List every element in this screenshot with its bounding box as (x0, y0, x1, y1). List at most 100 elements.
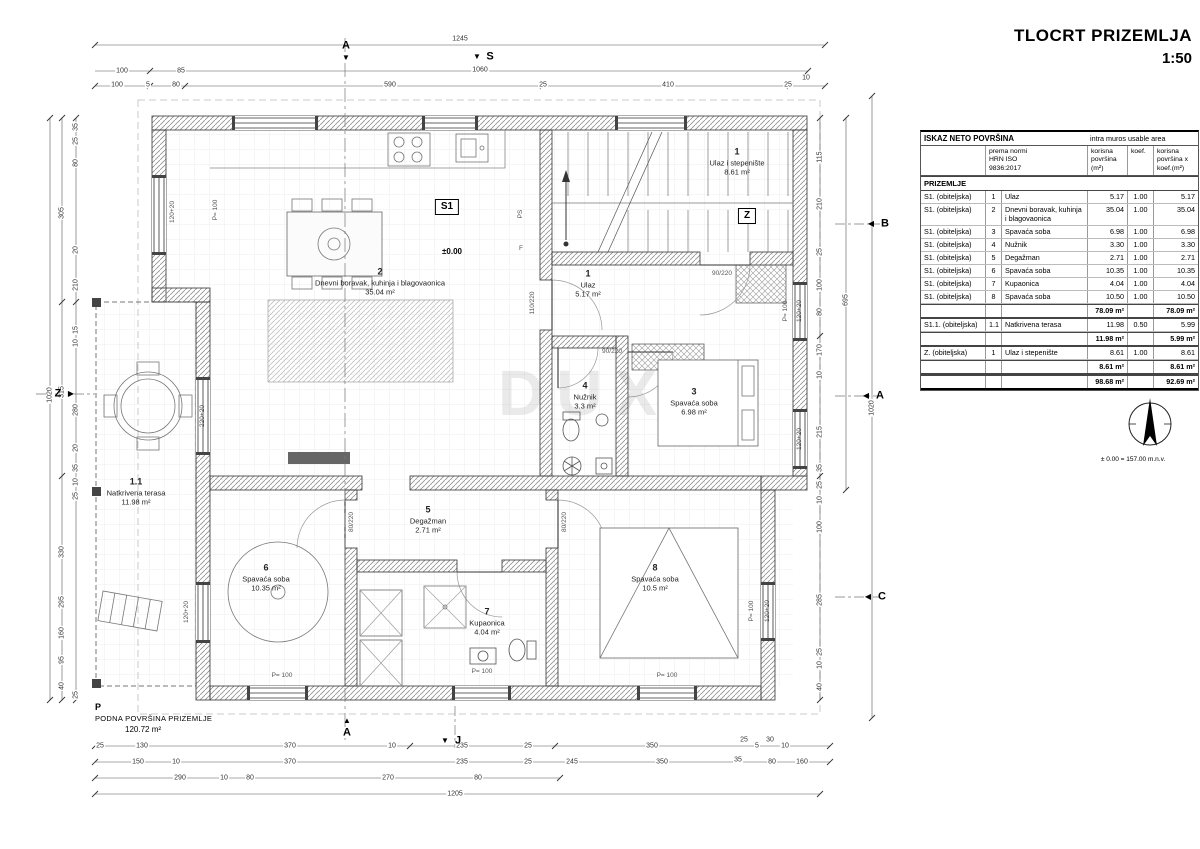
dim-label: 350 (655, 758, 669, 766)
table-cell-area: 98.68 m² (1087, 375, 1127, 388)
room-name: Nužnik (573, 392, 597, 402)
col-blank (921, 146, 985, 175)
section-marker-arrow-icon: ◀ (862, 391, 870, 400)
dim-label: 25 (72, 136, 80, 146)
room-name: Dnevni boravak, kuhinja i blagovaonica (314, 278, 446, 288)
table-cell-koef: 1.00 (1127, 225, 1153, 238)
dim-label: 40 (816, 682, 824, 692)
dim-label: 350 (645, 742, 659, 750)
plan-note: 120+20 (795, 428, 803, 450)
table-cell-area: 5.17 (1087, 190, 1127, 203)
plan-note: P= 100 (211, 199, 219, 221)
table-cell-koef: 1.00 (1127, 277, 1153, 290)
dim-label: 80 (245, 774, 255, 782)
col-koef: koef. (1127, 146, 1153, 176)
table-cell-num (985, 375, 1002, 388)
table-cell-name: Spavaća soba (1005, 292, 1051, 302)
dim-label: 80 (72, 158, 80, 168)
table-cell-area: 11.98 m² (1087, 332, 1127, 345)
table-cell-group (921, 305, 985, 317)
table-cell-name: Dnevni boravak, kuhinja i blagovaonica (1005, 205, 1082, 224)
table-cell-group: S1. (obiteljska) (924, 227, 972, 237)
dim-label: 25 (538, 81, 548, 89)
table-cell-result: 78.09 m² (1153, 304, 1198, 317)
table-cell-num: 4 (985, 238, 1002, 251)
section-marker: S (486, 50, 494, 63)
right-panel: TLOCRT PRIZEMLJA 1:50 ISKAZ NETO POVRŠIN… (903, 0, 1200, 849)
room-area: 10.35 m² (251, 583, 281, 593)
table-cell-area: 78.09 m² (1087, 304, 1127, 317)
title-block: TLOCRT PRIZEMLJA 1:50 (1014, 26, 1192, 67)
table-cell-koef: 1.00 (1127, 264, 1153, 277)
dim-label: 590 (383, 81, 397, 89)
room-area: 10.5 m² (642, 583, 668, 593)
section-marker: J (454, 734, 462, 747)
drawing-scale: 1:50 (1161, 50, 1192, 67)
room-name: Kupaonica (469, 618, 505, 628)
drawing-title: TLOCRT PRIZEMLJA (1014, 26, 1192, 45)
plan-note: ±0.00 (442, 247, 462, 256)
table-cell-koef: 0.50 (1127, 318, 1153, 331)
table-cell-area: 4.04 (1087, 277, 1127, 290)
room-number: 7 (484, 606, 490, 617)
room-number: 8 (652, 562, 658, 573)
room-number: 5 (425, 504, 431, 515)
table-cell-group: Z. (obiteljska) (924, 348, 968, 358)
table-cell-name (1002, 361, 1087, 373)
dim-label: 160 (795, 758, 809, 766)
table-cell-result: 6.98 (1153, 225, 1198, 238)
table-cell-koef: 1.00 (1127, 251, 1153, 264)
section-marker: Z (54, 387, 62, 400)
dim-label: 10 (816, 370, 824, 380)
area-table-row: 78.09 m² 78.09 m² (921, 303, 1198, 319)
table-cell-group: S1.1. (obiteljska) (924, 320, 978, 330)
room-area: 4.04 m² (474, 627, 500, 637)
table-cell-koef (1127, 360, 1153, 373)
area-table-title: ISKAZ NETO POVRŠINA (924, 134, 1014, 143)
section-marker: A (342, 39, 350, 52)
dim-label: 10 (219, 774, 229, 782)
room-area: 35.04 m² (365, 287, 395, 297)
table-cell-area: 6.98 (1087, 225, 1127, 238)
dim-label: 20 (72, 443, 80, 453)
section-marker-arrow-icon: ▶ (67, 389, 75, 398)
section-marker-arrow-icon: ◀ (864, 592, 872, 601)
room-name: Ulaz i stepenište (709, 158, 765, 168)
room-name: Spavaća soba (242, 574, 290, 584)
room-number: 4 (582, 380, 588, 391)
dim-label: 370 (283, 758, 297, 766)
section-marker-arrow-icon: ▼ (473, 52, 481, 61)
dim-label: 100 (816, 520, 824, 534)
table-cell-result: 5.17 (1153, 190, 1198, 203)
dim-label: 270 (381, 774, 395, 782)
plan-note: 120+20 (763, 600, 771, 622)
table-cell-area: 11.98 (1087, 318, 1127, 331)
furniture (97, 130, 759, 665)
plan-note: 110/220 (528, 291, 536, 315)
table-cell-group: S1. (obiteljska) (924, 205, 972, 215)
stairs (552, 131, 793, 253)
dim-label: 1205 (446, 790, 464, 798)
dim-label: 210 (816, 197, 824, 211)
section-marker-arrow-icon: ▲ (343, 716, 351, 725)
dim-label: 330 (58, 545, 66, 559)
section-marker: C (878, 590, 886, 603)
table-cell-koef (1127, 304, 1153, 317)
col-norm: prema normi HRN ISO 9836:2017 (985, 146, 1087, 176)
dim-label: 235 (455, 742, 469, 750)
level-note: ± 0.00 = 157.00 m.n.v. (1100, 456, 1166, 463)
north-arrow (1115, 394, 1185, 457)
room-number: 1 (585, 268, 591, 279)
dim-label: 130 (135, 742, 149, 750)
